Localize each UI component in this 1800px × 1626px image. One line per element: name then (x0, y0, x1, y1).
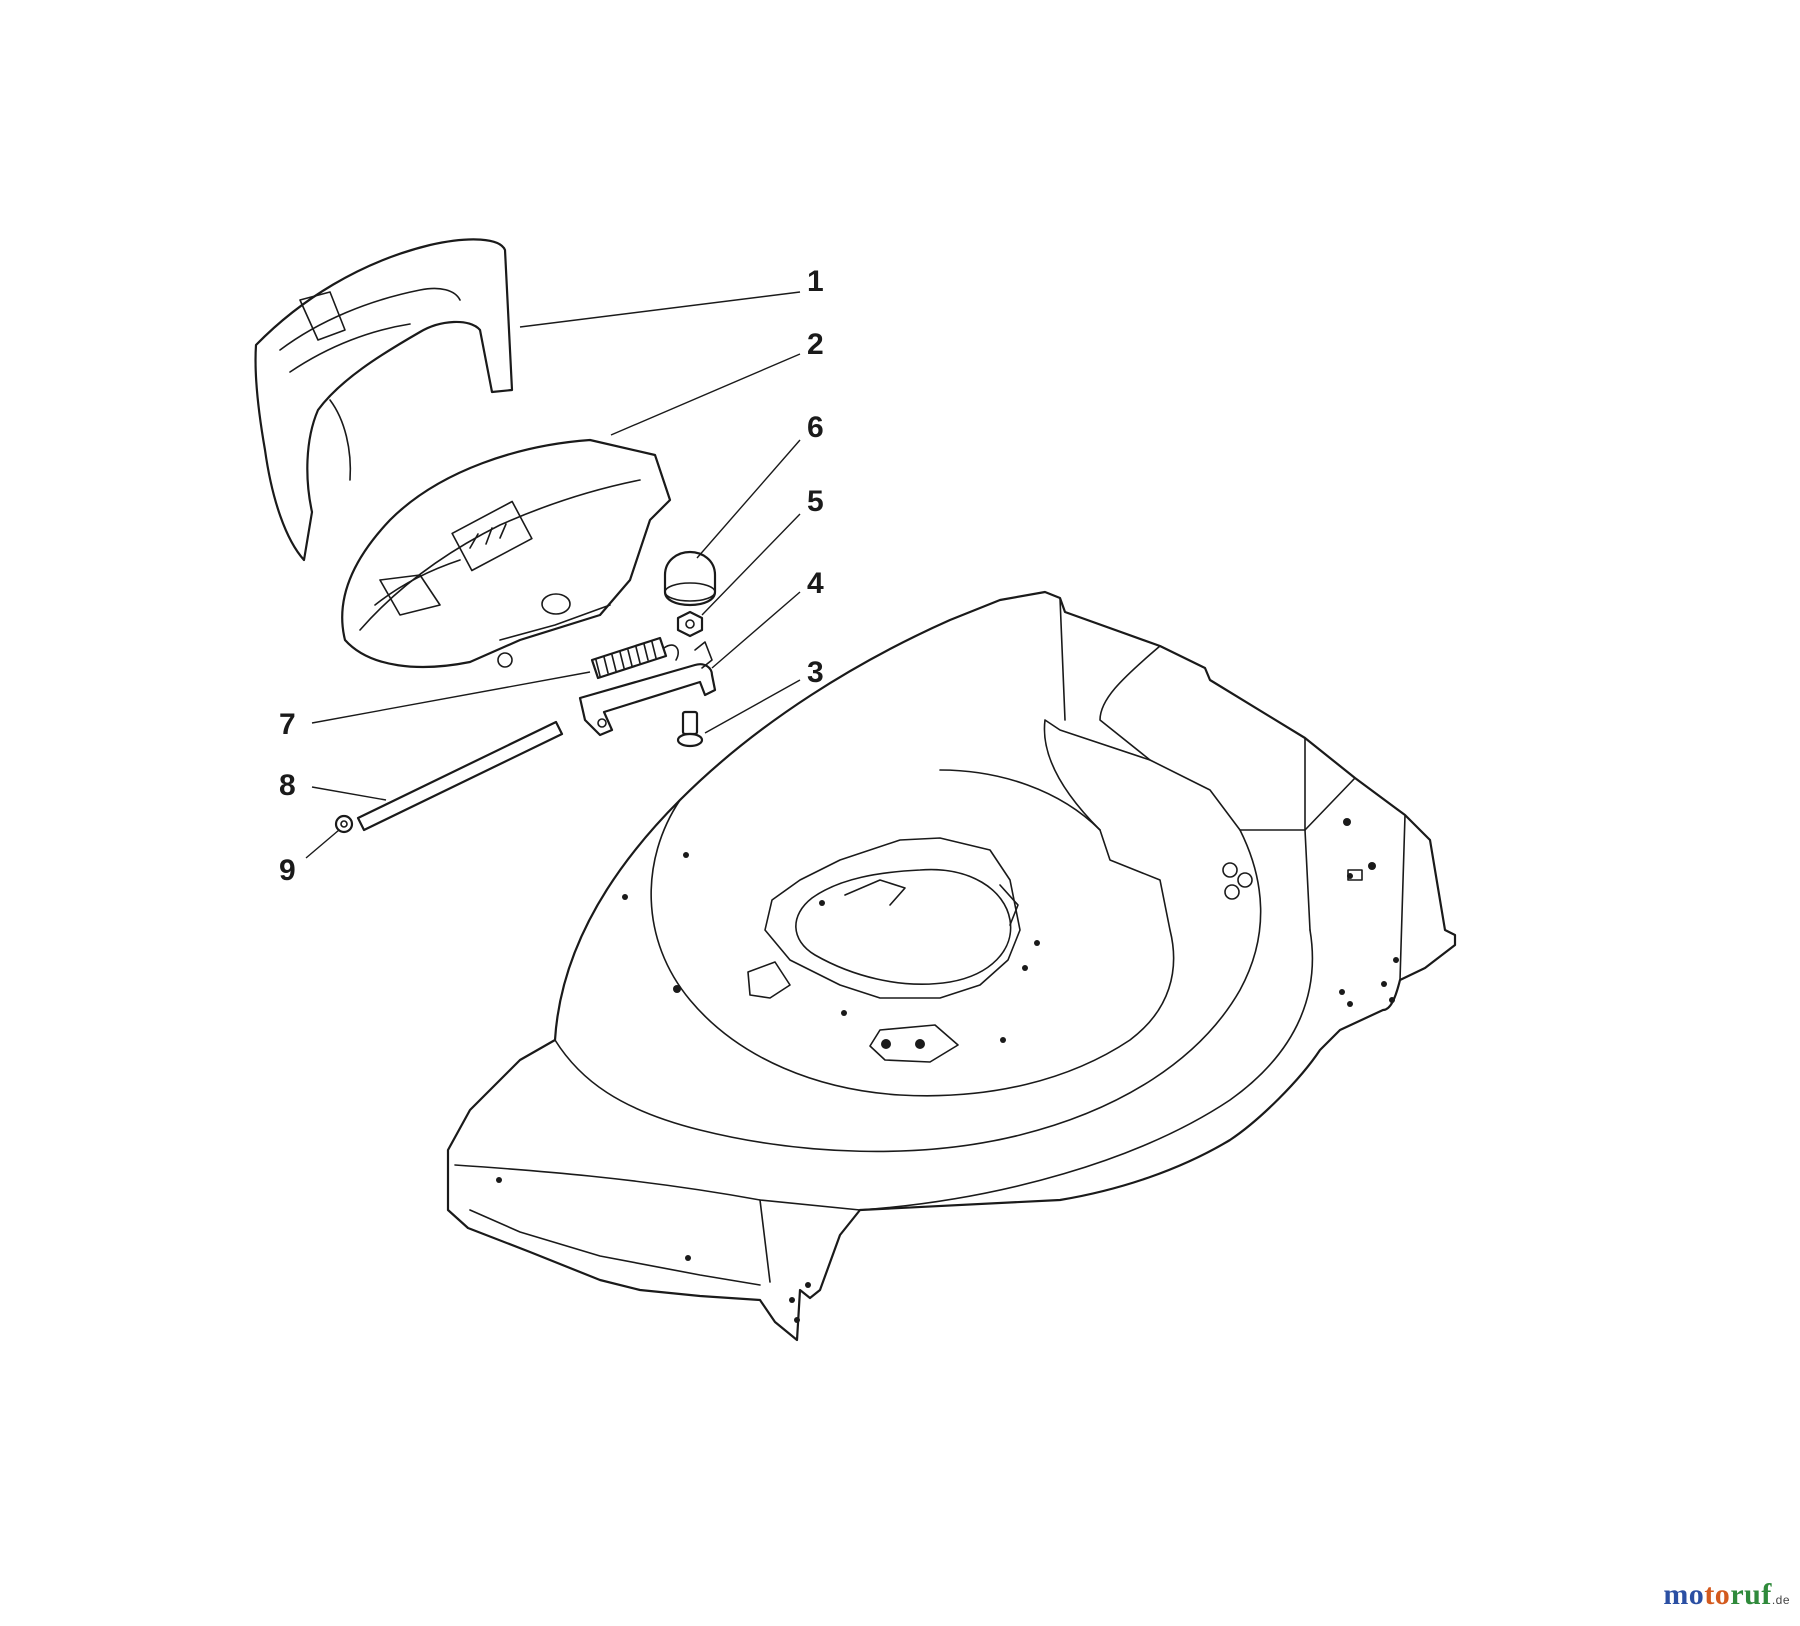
part-washer (334, 814, 354, 834)
motoruf-watermark: motoruf.de (1663, 1578, 1790, 1612)
leader-9 (305, 829, 340, 859)
part-bolt (676, 710, 704, 748)
watermark-tld: .de (1771, 1593, 1790, 1607)
leader-7 (311, 671, 591, 724)
part-rear-flap (254, 238, 514, 562)
callout-6: 6 (807, 411, 824, 444)
part-mower-deck (446, 590, 1457, 1342)
watermark-part-b: to (1704, 1578, 1731, 1611)
watermark-part-a: mo (1663, 1578, 1705, 1611)
part-rear-cover (341, 438, 672, 669)
callout-labels: 1 2 3 4 5 6 7 8 9 (279, 265, 824, 887)
callout-2: 2 (807, 328, 824, 361)
callout-5: 5 (807, 485, 824, 518)
callout-1: 1 (807, 265, 824, 298)
callout-7: 7 (279, 708, 296, 741)
leader-5 (701, 513, 801, 616)
callout-9: 9 (279, 854, 296, 887)
leader-8 (311, 786, 387, 801)
leader-lines (305, 291, 801, 859)
leader-4 (711, 591, 801, 669)
callout-3: 3 (807, 656, 824, 689)
part-spring (590, 636, 679, 680)
part-bracket (578, 641, 717, 737)
callout-8: 8 (279, 769, 296, 802)
leader-1 (519, 291, 801, 328)
leader-2 (610, 353, 801, 436)
callout-4: 4 (807, 567, 824, 600)
part-axle-rod (356, 720, 564, 832)
leader-6 (696, 439, 801, 559)
part-nut (676, 610, 704, 638)
leader-3 (704, 679, 801, 734)
part-cap (663, 550, 717, 607)
watermark-part-c: ruf (1730, 1578, 1772, 1611)
